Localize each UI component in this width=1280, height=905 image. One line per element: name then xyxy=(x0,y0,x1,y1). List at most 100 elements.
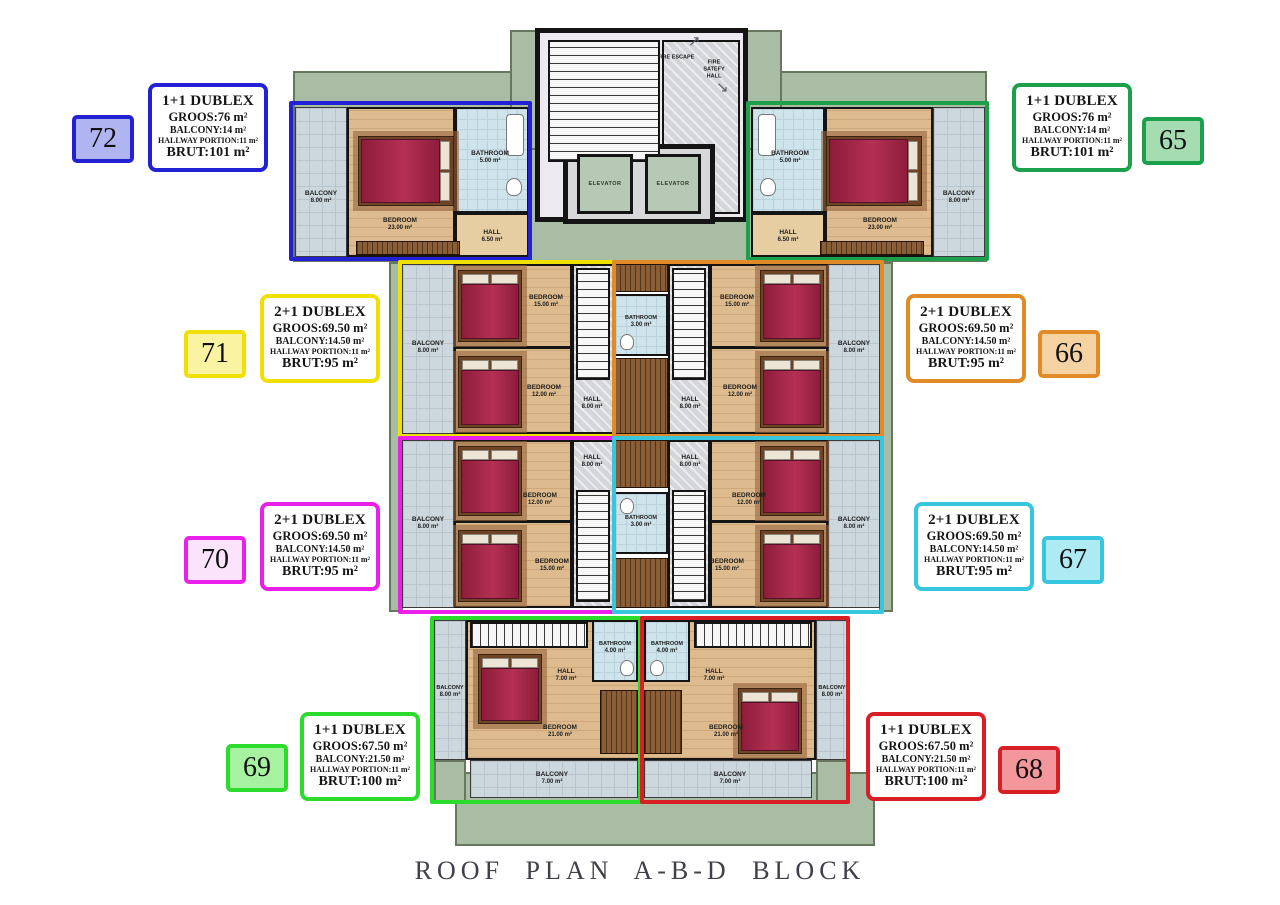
toilet-icon xyxy=(620,660,634,676)
bed-icon xyxy=(760,530,824,602)
unit-type: 1+1 DUBLEX xyxy=(1026,93,1118,109)
unit-groos: GROOS:69.50 m² xyxy=(272,529,368,543)
balcony-floor xyxy=(828,440,880,608)
bathroom-floor xyxy=(592,620,638,682)
duplex-stairs-icon xyxy=(672,268,706,380)
interior-wall xyxy=(454,520,572,523)
roof-terrace-bottom-right xyxy=(816,760,848,802)
hall-floor xyxy=(751,213,825,257)
info-box-70: 2+1 DUBLEX GROOS:69.50 m² BALCONY:14.50 … xyxy=(260,502,380,591)
interior-wall xyxy=(454,346,572,349)
unit-brut: BRUT:95 m² xyxy=(936,564,1012,579)
balcony-floor xyxy=(816,620,848,760)
unit-groos: GROOS:69.50 m² xyxy=(272,321,368,335)
duplex-stairs-icon xyxy=(576,490,610,602)
bed-icon xyxy=(458,356,522,428)
unit-brut: BRUT:100 m² xyxy=(884,774,968,789)
roof-terrace-left xyxy=(389,262,403,612)
info-box-69: 1+1 DUBLEX GROOS:67.50 m² BALCONY:21.50 … xyxy=(300,712,420,801)
wardrobe-icon xyxy=(614,358,668,434)
wardrobe-icon xyxy=(614,558,668,608)
toilet-icon xyxy=(620,334,634,350)
unit-brut: BRUT:101 m² xyxy=(166,145,250,160)
unit-type: 1+1 DUBLEX xyxy=(880,722,972,738)
unit-hallway: HALLWAY PORTION:11 m² xyxy=(270,347,370,356)
unit-balcony: BALCONY:21.50 m² xyxy=(881,754,971,765)
elevator-shaft: ELEVATOR xyxy=(577,154,633,214)
page-title: ROOF PLAN A-B-D BLOCK xyxy=(414,856,866,885)
unit-groos: GROOS:69.50 m² xyxy=(926,529,1022,543)
unit-hallway: HALLWAY PORTION:11 m² xyxy=(270,555,370,564)
fire-safety-hall-label: FIRE SATEFY HALL xyxy=(703,59,725,80)
bed-icon xyxy=(760,446,824,516)
unit-hallway: HALLWAY PORTION:11 m² xyxy=(916,347,1016,356)
unit-badge-68: 68 xyxy=(998,746,1060,794)
balcony-floor xyxy=(295,107,347,257)
bed-icon xyxy=(760,270,824,342)
bathroom-floor xyxy=(751,107,825,213)
unit-balcony: BALCONY:14 m² xyxy=(169,125,247,136)
bed-icon xyxy=(358,136,454,206)
wardrobe-icon xyxy=(820,241,924,255)
bed-icon xyxy=(458,446,522,516)
unit-hallway: HALLWAY PORTION:11 m² xyxy=(310,765,410,774)
wardrobe-icon xyxy=(644,690,682,754)
unit-brut: BRUT:95 m² xyxy=(928,356,1004,371)
duplex-stairs-icon xyxy=(576,268,610,380)
bed-icon xyxy=(458,270,522,342)
balcony-floor xyxy=(434,620,466,760)
duplex-stairs-icon xyxy=(470,622,588,648)
unit-balcony: BALCONY:21.50 m² xyxy=(315,754,405,765)
info-box-71: 2+1 DUBLEX GROOS:69.50 m² BALCONY:14.50 … xyxy=(260,294,380,383)
unit-badge-69: 69 xyxy=(226,744,288,792)
unit-badge-67: 67 xyxy=(1042,536,1104,584)
balcony-floor xyxy=(933,107,985,257)
roof-terrace-bottom-left xyxy=(434,760,466,802)
entry-arrow-icon: ↘ xyxy=(716,79,729,96)
unit-groos: GROOS:67.50 m² xyxy=(878,739,974,753)
entry-arrow-icon: ↗ xyxy=(688,33,701,50)
bed-icon xyxy=(760,356,824,428)
duplex-stairs-icon xyxy=(672,490,706,602)
unit-hallway: HALLWAY PORTION:11 m² xyxy=(876,765,976,774)
unit-balcony: BALCONY:14.50 m² xyxy=(275,544,365,555)
unit-hallway: HALLWAY PORTION:11 m² xyxy=(924,555,1024,564)
bathtub-icon xyxy=(758,114,776,156)
unit-badge-66: 66 xyxy=(1038,330,1100,378)
info-box-67: 2+1 DUBLEX GROOS:69.50 m² BALCONY:14.50 … xyxy=(914,502,1034,591)
interior-wall xyxy=(710,346,828,349)
balcony-floor xyxy=(644,760,812,798)
unit-brut: BRUT:100 m² xyxy=(318,774,402,789)
balcony-floor xyxy=(402,440,454,608)
unit-type: 1+1 DUBLEX xyxy=(162,93,254,109)
unit-balcony: BALCONY:14.50 m² xyxy=(921,336,1011,347)
info-box-68: 1+1 DUBLEX GROOS:67.50 m² BALCONY:21.50 … xyxy=(866,712,986,801)
unit-type: 2+1 DUBLEX xyxy=(274,304,366,320)
unit-groos: GROOS:76 m² xyxy=(168,110,248,124)
unit-type: 2+1 DUBLEX xyxy=(928,512,1020,528)
